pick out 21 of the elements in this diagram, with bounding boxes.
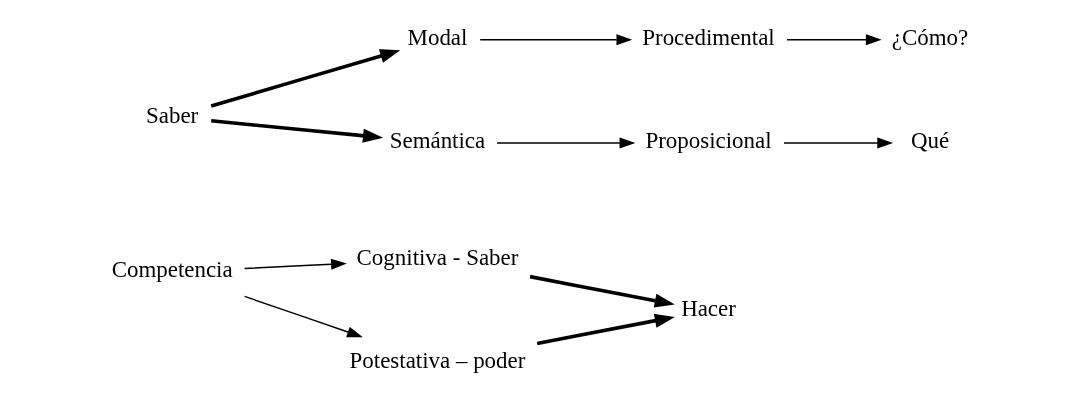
arrow — [210, 119, 383, 143]
arrow — [536, 313, 675, 346]
arrow — [243, 258, 347, 270]
node-text: Cognitiva - Saber — [356, 244, 518, 270]
node-text: ¿Cómo? — [891, 25, 968, 51]
node-text: Modal — [407, 25, 467, 51]
arrow — [479, 34, 632, 46]
arrow — [495, 137, 635, 149]
node-text: Hacer — [680, 296, 736, 322]
arrow — [210, 49, 400, 108]
arrow — [529, 274, 675, 308]
node-text: Qué — [910, 128, 949, 154]
arrow — [243, 295, 363, 338]
node-text: Saber — [145, 102, 198, 128]
arrow — [785, 34, 882, 46]
node-text: Semántica — [389, 128, 485, 154]
node-text: Proposicional — [644, 128, 772, 154]
arrow — [782, 137, 893, 149]
node-text: Competencia — [111, 257, 233, 283]
node-text: Potestativa – poder — [349, 347, 525, 373]
node-text: Procedimental — [641, 25, 775, 51]
